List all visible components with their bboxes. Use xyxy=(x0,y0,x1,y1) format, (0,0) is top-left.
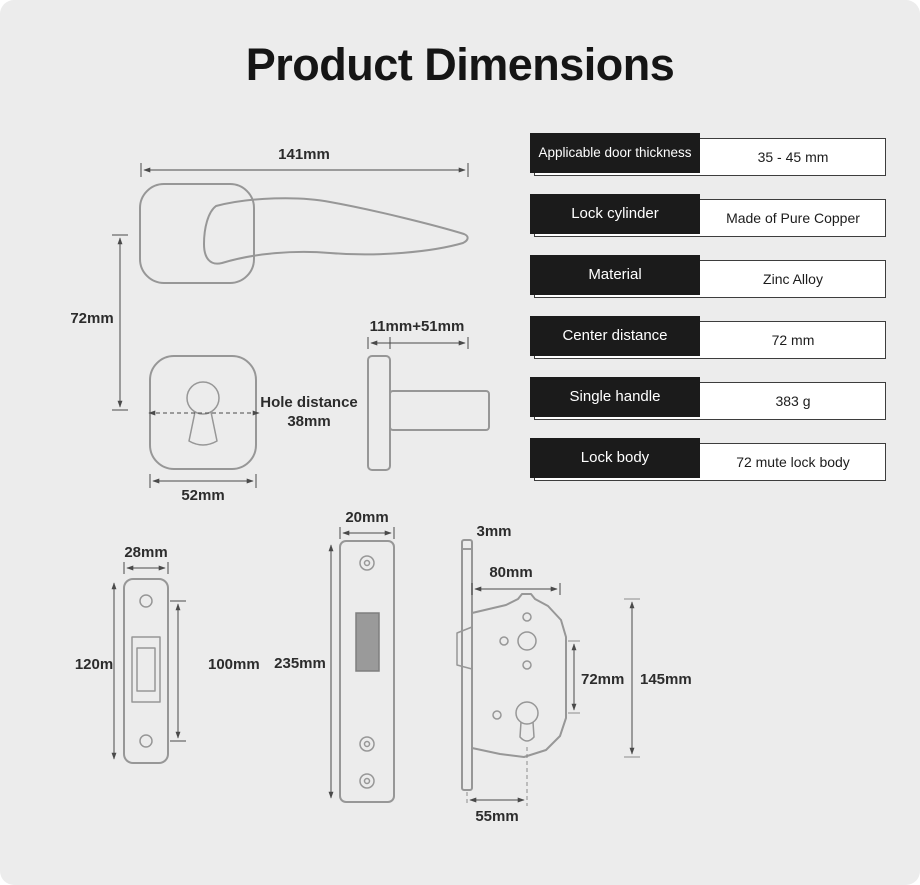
dim-body-height: 145mm xyxy=(640,671,692,688)
dim-ticks-handle-width xyxy=(140,163,469,177)
spindle-hole xyxy=(517,631,537,651)
spec-value: 383 g xyxy=(775,393,811,409)
lock-faceplate-view: 20mm 235mm xyxy=(274,509,395,803)
keyhole-circle xyxy=(186,381,220,415)
spec-value: Made of Pure Copper xyxy=(726,210,860,226)
dim-backset: 55mm xyxy=(475,808,518,825)
dim-latch-length: 11mm+51mm xyxy=(370,318,465,335)
spec-label: Center distance xyxy=(530,316,700,356)
spec-value: Zinc Alloy xyxy=(763,271,823,287)
spec-row-lock-body: 72 mute lock body Lock body xyxy=(530,438,886,481)
latch-body xyxy=(389,390,490,431)
keyhole-flare xyxy=(188,411,218,446)
strike-plate xyxy=(123,578,169,764)
spec-row-door-thickness: 35 - 45 mm Applicable door thickness xyxy=(530,133,886,176)
spec-label: Applicable door thickness xyxy=(530,133,700,173)
spec-row-lock-cylinder: Made of Pure Copper Lock cylinder xyxy=(530,194,886,237)
dim-strike-width: 28mm xyxy=(124,544,167,561)
strike-hole-inner xyxy=(136,647,156,692)
dim-strike-height: 120m xyxy=(75,656,113,673)
dim-ticks-escutcheon-width xyxy=(149,474,257,488)
handle-rose-plate xyxy=(139,183,255,284)
latch-view: 11mm+51mm xyxy=(367,318,490,471)
hole-distance-value: 38mm xyxy=(287,413,330,430)
ext-body-height xyxy=(624,598,640,758)
specs-table: 35 - 45 mm Applicable door thickness Mad… xyxy=(530,133,886,499)
faceplate-latch-hole xyxy=(355,612,380,672)
screw-hole-lower xyxy=(522,660,532,670)
dim-faceplate-width: 20mm xyxy=(345,509,388,526)
spec-label: Lock cylinder xyxy=(530,194,700,234)
spec-value: 72 mute lock body xyxy=(736,454,850,470)
spec-label: Lock body xyxy=(530,438,700,478)
faceplate-screw-mid-dot xyxy=(363,740,371,748)
spec-value: 35 - 45 mm xyxy=(757,149,829,165)
dim-ticks-faceplate-width xyxy=(339,527,395,539)
escutcheon-view: 52mm Hole distance 38mm xyxy=(148,355,358,504)
faceplate-screw-bottom xyxy=(359,773,375,789)
spec-value: 72 mm xyxy=(771,332,815,348)
dim-faceplate-thickness-marks xyxy=(461,544,473,554)
hole-distance-label: Hole distance xyxy=(260,394,358,411)
dim-escutcheon-width: 52mm xyxy=(181,487,224,504)
lock-body-outline xyxy=(471,593,567,758)
dim-body-center-distance: 72mm xyxy=(581,671,624,688)
strike-screw-bottom xyxy=(139,734,153,748)
page-title: Product Dimensions xyxy=(245,39,675,90)
dim-ticks-strike-width xyxy=(123,562,169,574)
dim-faceplate-height: 235mm xyxy=(274,655,326,672)
ext-backset xyxy=(466,747,528,806)
strike-plate-view: 28mm 120m 100mm xyxy=(75,544,260,764)
dim-strike-hole-spacing: 100mm xyxy=(208,656,260,673)
lock-body-faceplate xyxy=(461,539,473,791)
dim-faceplate-thickness: 3mm xyxy=(476,523,511,540)
center-distance-dim: 72mm xyxy=(70,234,128,411)
faceplate-screw-top-dot xyxy=(363,559,371,567)
dim-ticks-strike-holes xyxy=(170,600,186,742)
faceplate-screw-bottom-dot xyxy=(363,777,371,785)
lock-body-view: 3mm 80mm 72mm 145mm 55mm xyxy=(456,523,692,825)
dim-ticks-center-distance xyxy=(112,234,128,411)
spec-row-material: Zinc Alloy Material xyxy=(530,255,886,298)
handle-lever xyxy=(203,197,469,265)
strike-hole-outer xyxy=(131,636,161,703)
cylinder-hole-slot xyxy=(519,721,535,742)
spec-label: Single handle xyxy=(530,377,700,417)
screw-hole-left xyxy=(499,636,509,646)
dim-ticks-body-depth xyxy=(471,583,561,595)
lock-faceplate xyxy=(339,540,395,803)
spec-row-center-distance: 72 mm Center distance xyxy=(530,316,886,359)
ext-body-center xyxy=(568,640,580,714)
handle-front-view: 141mm xyxy=(139,146,469,284)
latch-faceplate xyxy=(367,355,391,471)
screw-hole-bottom-left xyxy=(492,710,502,720)
dim-handle-width: 141mm xyxy=(278,146,330,163)
screw-hole-top xyxy=(522,612,532,622)
dim-body-depth: 80mm xyxy=(489,564,532,581)
spec-label: Material xyxy=(530,255,700,295)
spec-row-single-handle: 383 g Single handle xyxy=(530,377,886,420)
faceplate-screw-mid xyxy=(359,736,375,752)
faceplate-screw-top xyxy=(359,555,375,571)
lock-body-latch-bolt xyxy=(456,626,473,670)
strike-screw-top xyxy=(139,594,153,608)
dim-center-distance: 72mm xyxy=(70,310,113,327)
cylinder-hole-circle xyxy=(515,701,539,725)
